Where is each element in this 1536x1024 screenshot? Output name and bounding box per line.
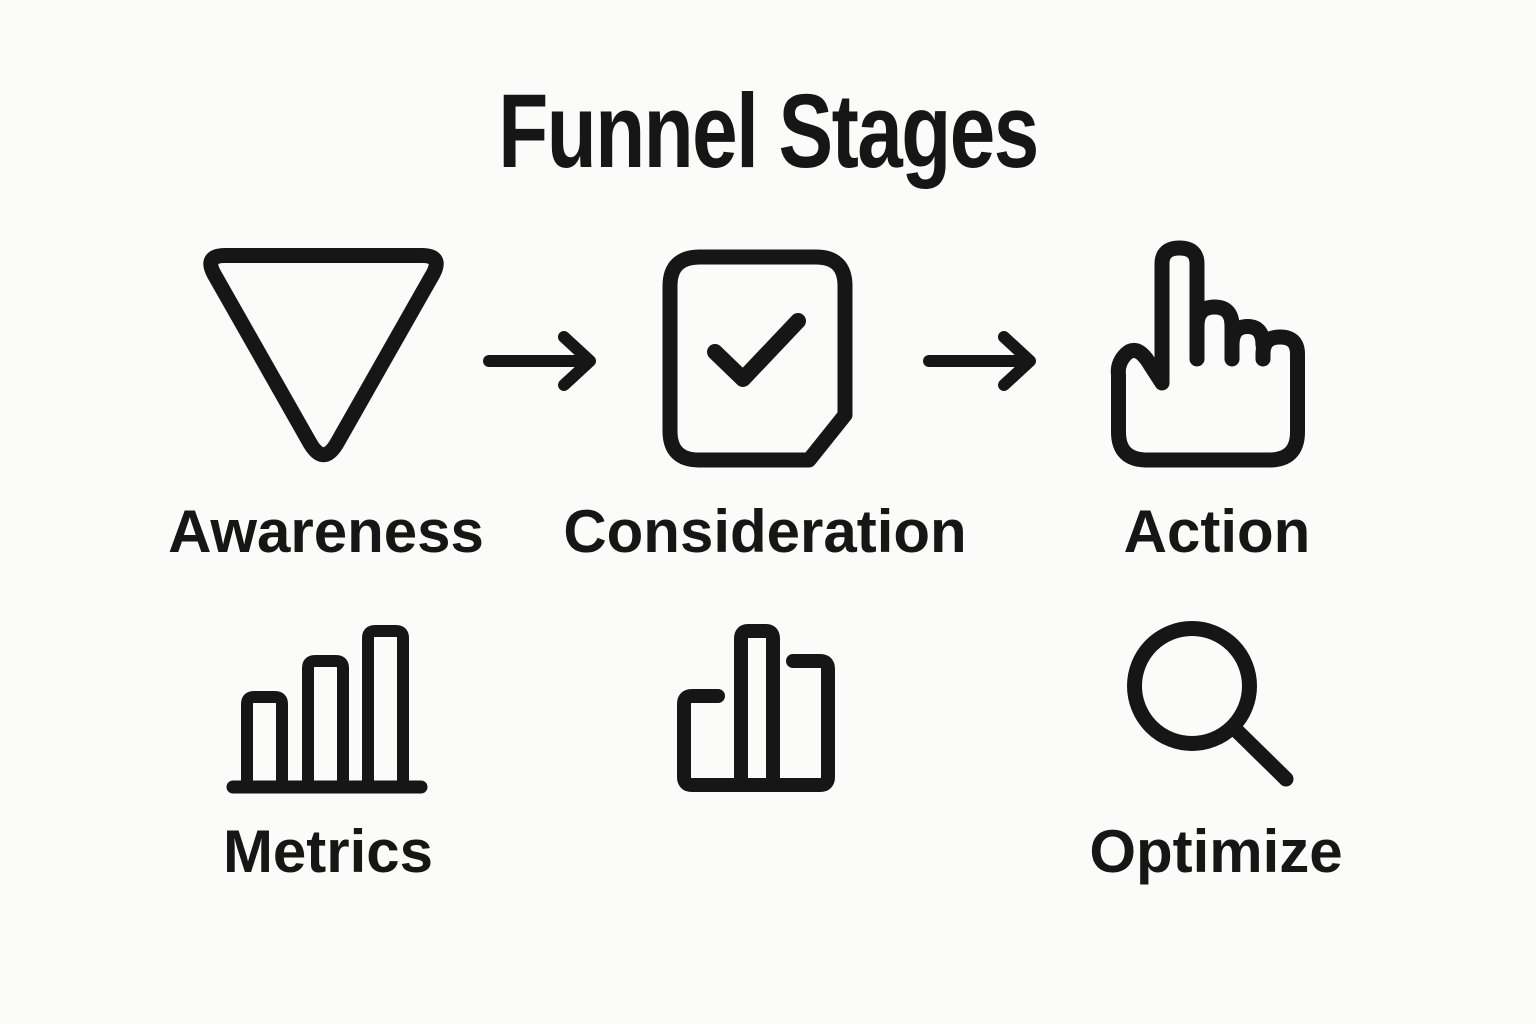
bar-chart-ascending-icon [226, 625, 428, 794]
magnifying-glass-icon [1127, 621, 1294, 787]
diagram-title: Funnel Stages [498, 73, 1039, 190]
stage-label-awareness: Awareness [168, 498, 484, 565]
arrow-right-icon [923, 331, 1036, 391]
document-check-icon [662, 249, 853, 468]
stage-label-consideration: Consideration [563, 498, 967, 565]
tap-hand-icon [1110, 240, 1305, 468]
magnifier-handle [1225, 719, 1294, 787]
bottom-label-metrics: Metrics [222, 818, 434, 885]
funnel-icon [203, 248, 444, 463]
check-mark [707, 313, 806, 387]
stage-label-action: Action [1123, 498, 1311, 565]
arrow-right-icon [483, 331, 596, 391]
bar-chart-grouped-icon [677, 624, 835, 792]
bottom-label-optimize: Optimize [1089, 818, 1343, 885]
